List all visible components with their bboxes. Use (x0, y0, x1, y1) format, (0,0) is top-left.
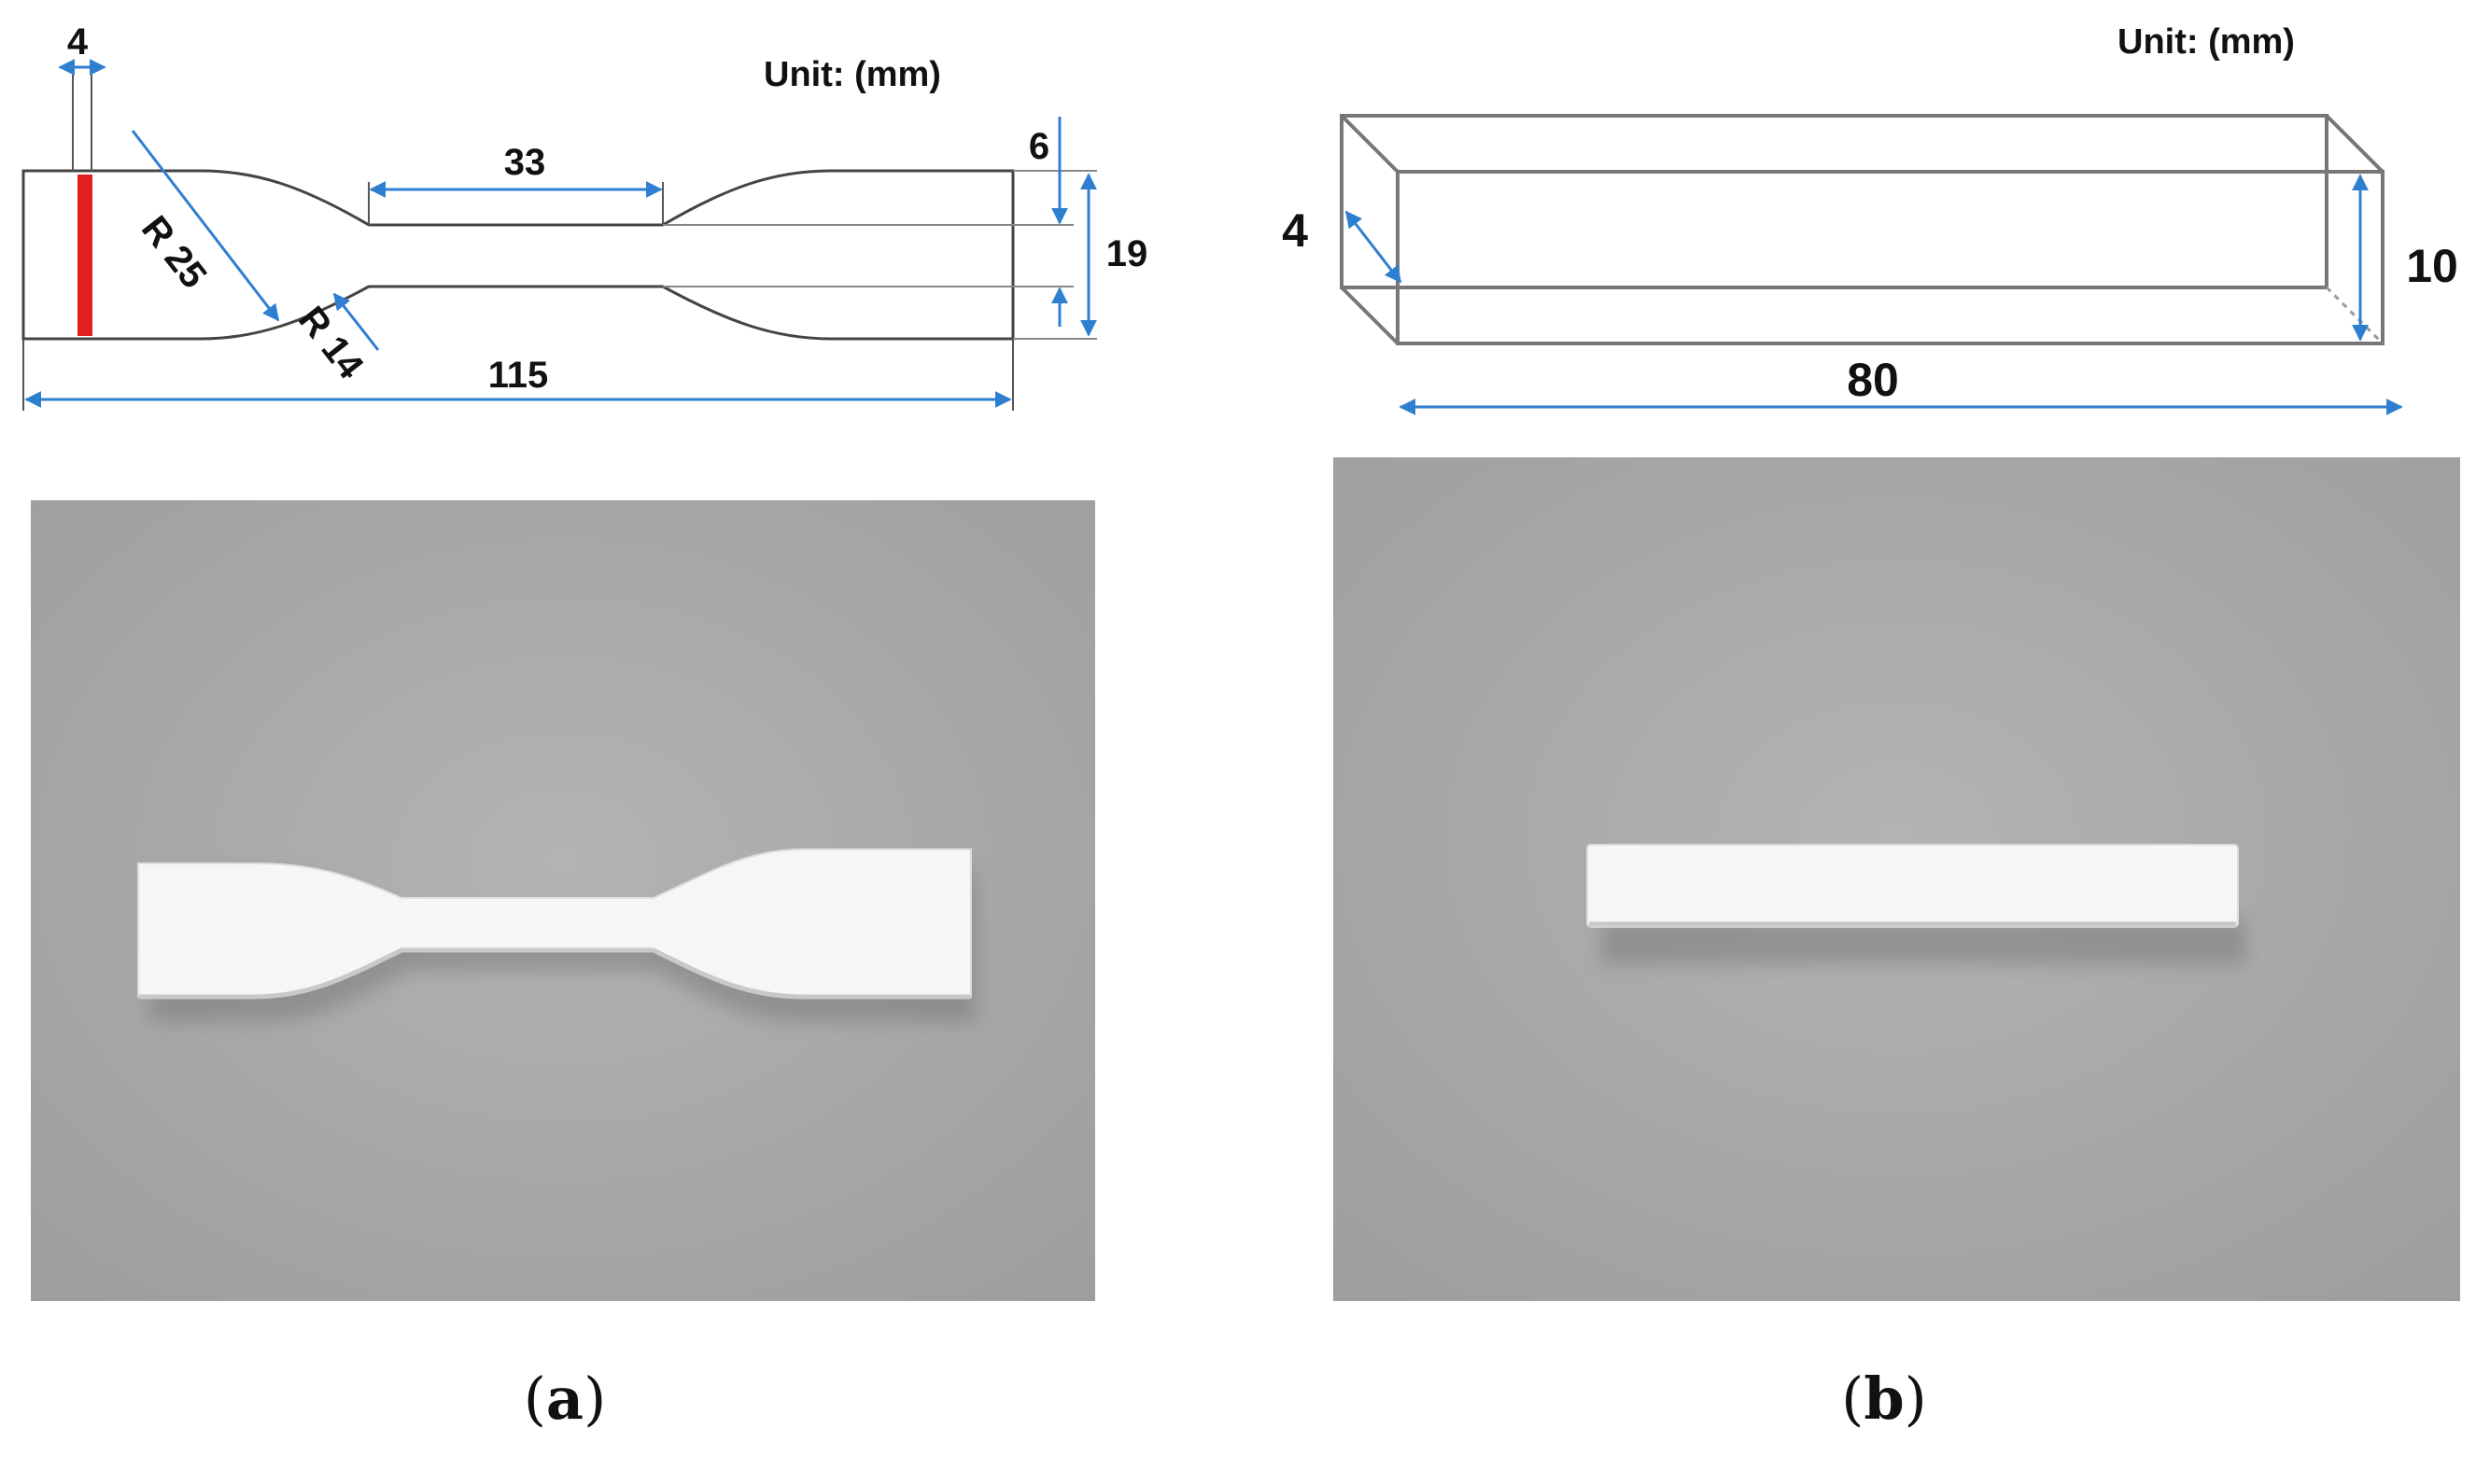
dim-arrow-thickness (1344, 210, 1402, 284)
dim-label-total-width: 19 (1106, 233, 1148, 274)
dim-label-grip: 4 (67, 21, 89, 63)
dim-label-gauge: 33 (504, 142, 546, 183)
specimen-edge-shade (138, 947, 971, 1000)
dim-label-thickness: 4 (1282, 204, 1308, 257)
dim-label-height: 10 (2406, 240, 2458, 292)
panel-a-photo (31, 500, 1095, 1301)
bar-specimen (1586, 844, 2239, 928)
box-edge (1340, 286, 1400, 345)
box-edge-hidden (2325, 286, 2385, 345)
box-back-face (1340, 114, 2328, 289)
dim-arrow-radius-inner (332, 292, 380, 351)
dim-label-gauge-width: 6 (1029, 126, 1049, 167)
red-marker (77, 175, 92, 336)
dim-arrow-radius-outer (131, 130, 280, 322)
unit-label-a: Unit: (mm) (764, 55, 941, 94)
panel-a-drawing: 4 33 Unit: (mm) 6 19 R 25 R 14 115 (21, 21, 1148, 411)
dim-label-radius-inner: R 14 (290, 299, 372, 386)
dim-label-length: 80 (1847, 354, 1899, 406)
box-edge (1340, 114, 1400, 174)
panel-b-photo (1333, 457, 2460, 1301)
caption-b: (b) (1841, 1365, 1927, 1433)
dim-label-total-length: 115 (488, 355, 549, 396)
panel-b-drawing: Unit: (mm) 4 10 80 (1282, 22, 2458, 415)
unit-label-b: Unit: (mm) (2117, 22, 2295, 62)
box-edge (2325, 114, 2385, 174)
box-front-face (1396, 170, 2385, 345)
caption-a: (a) (524, 1365, 607, 1433)
